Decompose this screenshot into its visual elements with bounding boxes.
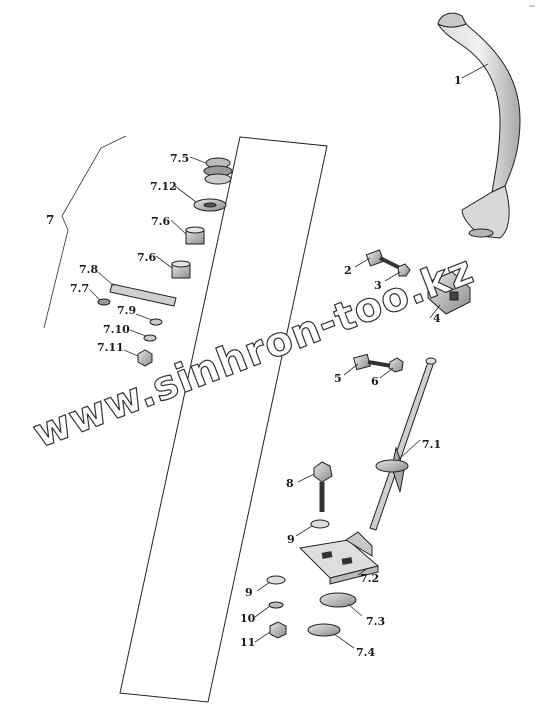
washer-7-3 <box>319 592 357 608</box>
link-plate-7-8 <box>109 283 177 307</box>
bearing-7-12 <box>193 198 227 212</box>
label-7-10: 7.10 <box>103 323 130 336</box>
bearing-7-5 <box>203 157 233 185</box>
label-7-6-upper: 7.6 <box>151 215 170 228</box>
label-7-9: 7.9 <box>117 304 136 317</box>
label-7-11: 7.11 <box>97 341 124 354</box>
washer-7-10 <box>143 334 157 342</box>
label-7-8: 7.8 <box>79 263 98 276</box>
corner-mark: ~ <box>528 2 536 12</box>
washer-7-9 <box>149 318 163 326</box>
spring-washer-10 <box>268 601 284 609</box>
label-7-7: 7.7 <box>70 282 89 295</box>
label-9-upper: 9 <box>287 533 295 546</box>
label-9-lower: 9 <box>245 586 253 599</box>
bushing-7-6-lower <box>171 260 191 279</box>
label-7-5: 7.5 <box>170 152 189 165</box>
label-8: 8 <box>286 477 294 490</box>
nut-3 <box>397 263 411 277</box>
label-7-6-lower: 7.6 <box>137 251 156 264</box>
label-7-3: 7.3 <box>366 615 385 628</box>
label-7-1: 7.1 <box>422 438 441 451</box>
shift-rod <box>369 357 437 531</box>
label-7-2: 7.2 <box>360 572 379 585</box>
washer-9-lower <box>266 575 286 585</box>
label-7-4: 7.4 <box>356 646 375 659</box>
label-6: 6 <box>371 375 379 388</box>
gearbox-top-bracket <box>427 271 471 315</box>
bolt-5 <box>353 353 393 371</box>
label-4: 4 <box>433 312 441 325</box>
label-11: 11 <box>240 636 255 649</box>
label-5: 5 <box>334 372 342 385</box>
lever-handle <box>437 12 521 239</box>
group-7-bracket <box>43 135 127 329</box>
bolt-2 <box>365 249 401 270</box>
label-7: 7 <box>46 213 54 227</box>
nut-7-7 <box>97 298 111 306</box>
nut-11 <box>269 621 287 639</box>
bushing-7-6-upper <box>185 226 205 245</box>
washer-9-upper <box>310 519 330 529</box>
label-2: 2 <box>344 264 352 277</box>
washer-7-4 <box>307 623 341 637</box>
nut-7-11 <box>137 349 153 367</box>
subassembly-7-frame <box>119 136 328 703</box>
leader-lines <box>89 63 489 649</box>
base-plate <box>298 531 380 585</box>
bolt-8 <box>313 461 333 512</box>
label-3: 3 <box>374 279 382 292</box>
label-7-12: 7.12 <box>150 180 177 193</box>
label-1: 1 <box>454 74 462 87</box>
label-10: 10 <box>240 612 256 625</box>
